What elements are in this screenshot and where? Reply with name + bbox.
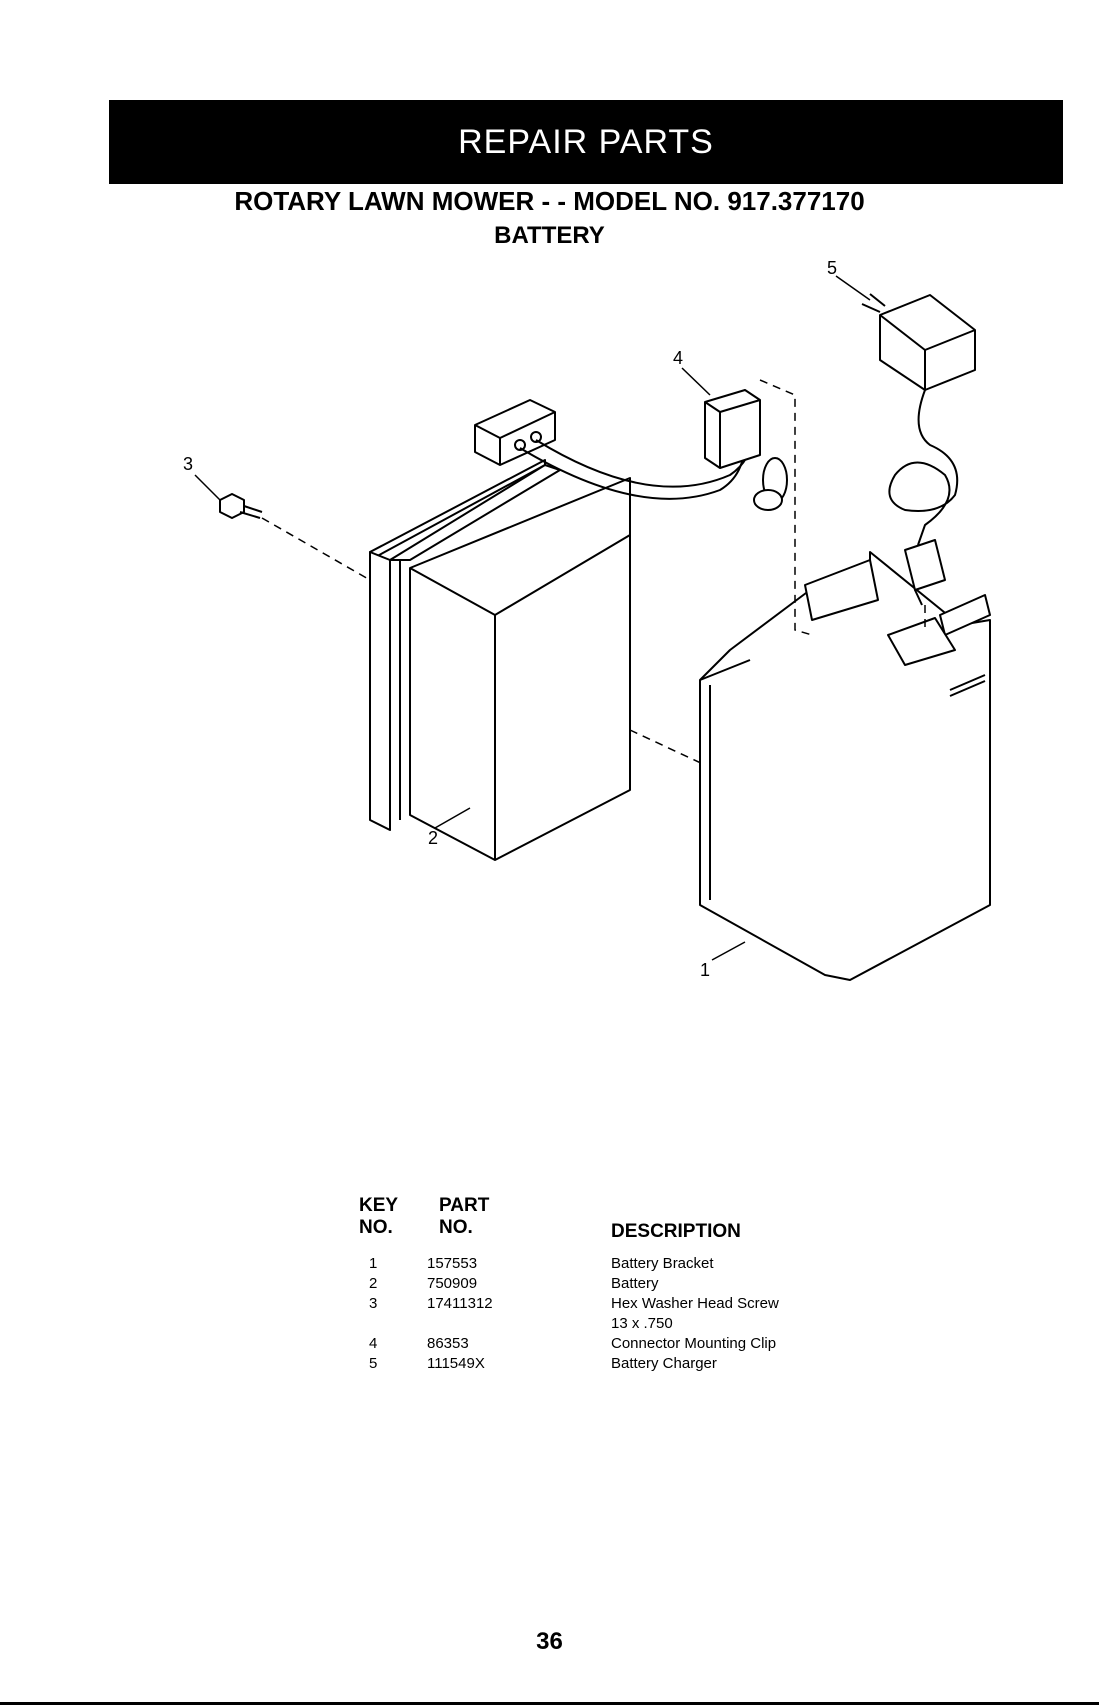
parts-row-continuation: 13 x .750 <box>355 1315 915 1335</box>
hex-screw-illustration <box>220 494 262 518</box>
section-subtitle: BATTERY <box>0 222 1099 250</box>
row-key: 5 <box>369 1355 377 1372</box>
description-header: DESCRIPTION <box>611 1221 741 1243</box>
repair-parts-banner: REPAIR PARTS <box>109 100 1063 184</box>
callout-1: 1 <box>700 960 710 980</box>
battery-bracket-illustration <box>700 552 990 980</box>
row-key: 1 <box>369 1255 377 1272</box>
row-part-no: 157553 <box>427 1255 477 1272</box>
callout-5: 5 <box>827 260 837 278</box>
parts-row: 1 157553 Battery Bracket <box>355 1255 915 1275</box>
key-header-line1: KEY <box>359 1195 398 1217</box>
row-part-no: 750909 <box>427 1275 477 1292</box>
parts-row: 3 17411312 Hex Washer Head Screw <box>355 1295 915 1315</box>
part-header-line2: NO. <box>439 1217 489 1239</box>
part-header-line1: PART <box>439 1195 489 1217</box>
parts-row: 5 111549X Battery Charger <box>355 1355 915 1375</box>
row-key: 2 <box>369 1275 377 1292</box>
row-description: Battery <box>611 1275 659 1292</box>
callout-3: 3 <box>183 454 193 474</box>
part-no-header: PART NO. <box>439 1195 489 1239</box>
key-header-line2: NO. <box>359 1217 398 1239</box>
row-description: Connector Mounting Clip <box>611 1335 776 1352</box>
battery-exploded-diagram: 2 3 4 5 1 <box>0 260 1099 1090</box>
row-description: Battery Bracket <box>611 1255 714 1272</box>
row-key: 3 <box>369 1295 377 1312</box>
callout-2: 2 <box>428 828 438 848</box>
page-number: 36 <box>0 1628 1099 1656</box>
parts-row: 2 750909 Battery <box>355 1275 915 1295</box>
row-description: 13 x .750 <box>611 1315 673 1332</box>
page-title: ROTARY LAWN MOWER - - MODEL NO. 917.3771… <box>0 186 1099 217</box>
parts-row: 4 86353 Connector Mounting Clip <box>355 1335 915 1355</box>
key-no-header: KEY NO. <box>359 1195 398 1239</box>
callout-4: 4 <box>673 348 683 368</box>
row-part-no: 86353 <box>427 1335 469 1352</box>
row-part-no: 111549X <box>427 1355 485 1372</box>
row-part-no: 17411312 <box>427 1295 493 1312</box>
bottom-rule <box>0 1702 1099 1705</box>
row-description: Battery Charger <box>611 1355 717 1372</box>
row-key: 4 <box>369 1335 377 1352</box>
banner-title: REPAIR PARTS <box>458 123 714 162</box>
row-description: Hex Washer Head Screw <box>611 1295 779 1312</box>
